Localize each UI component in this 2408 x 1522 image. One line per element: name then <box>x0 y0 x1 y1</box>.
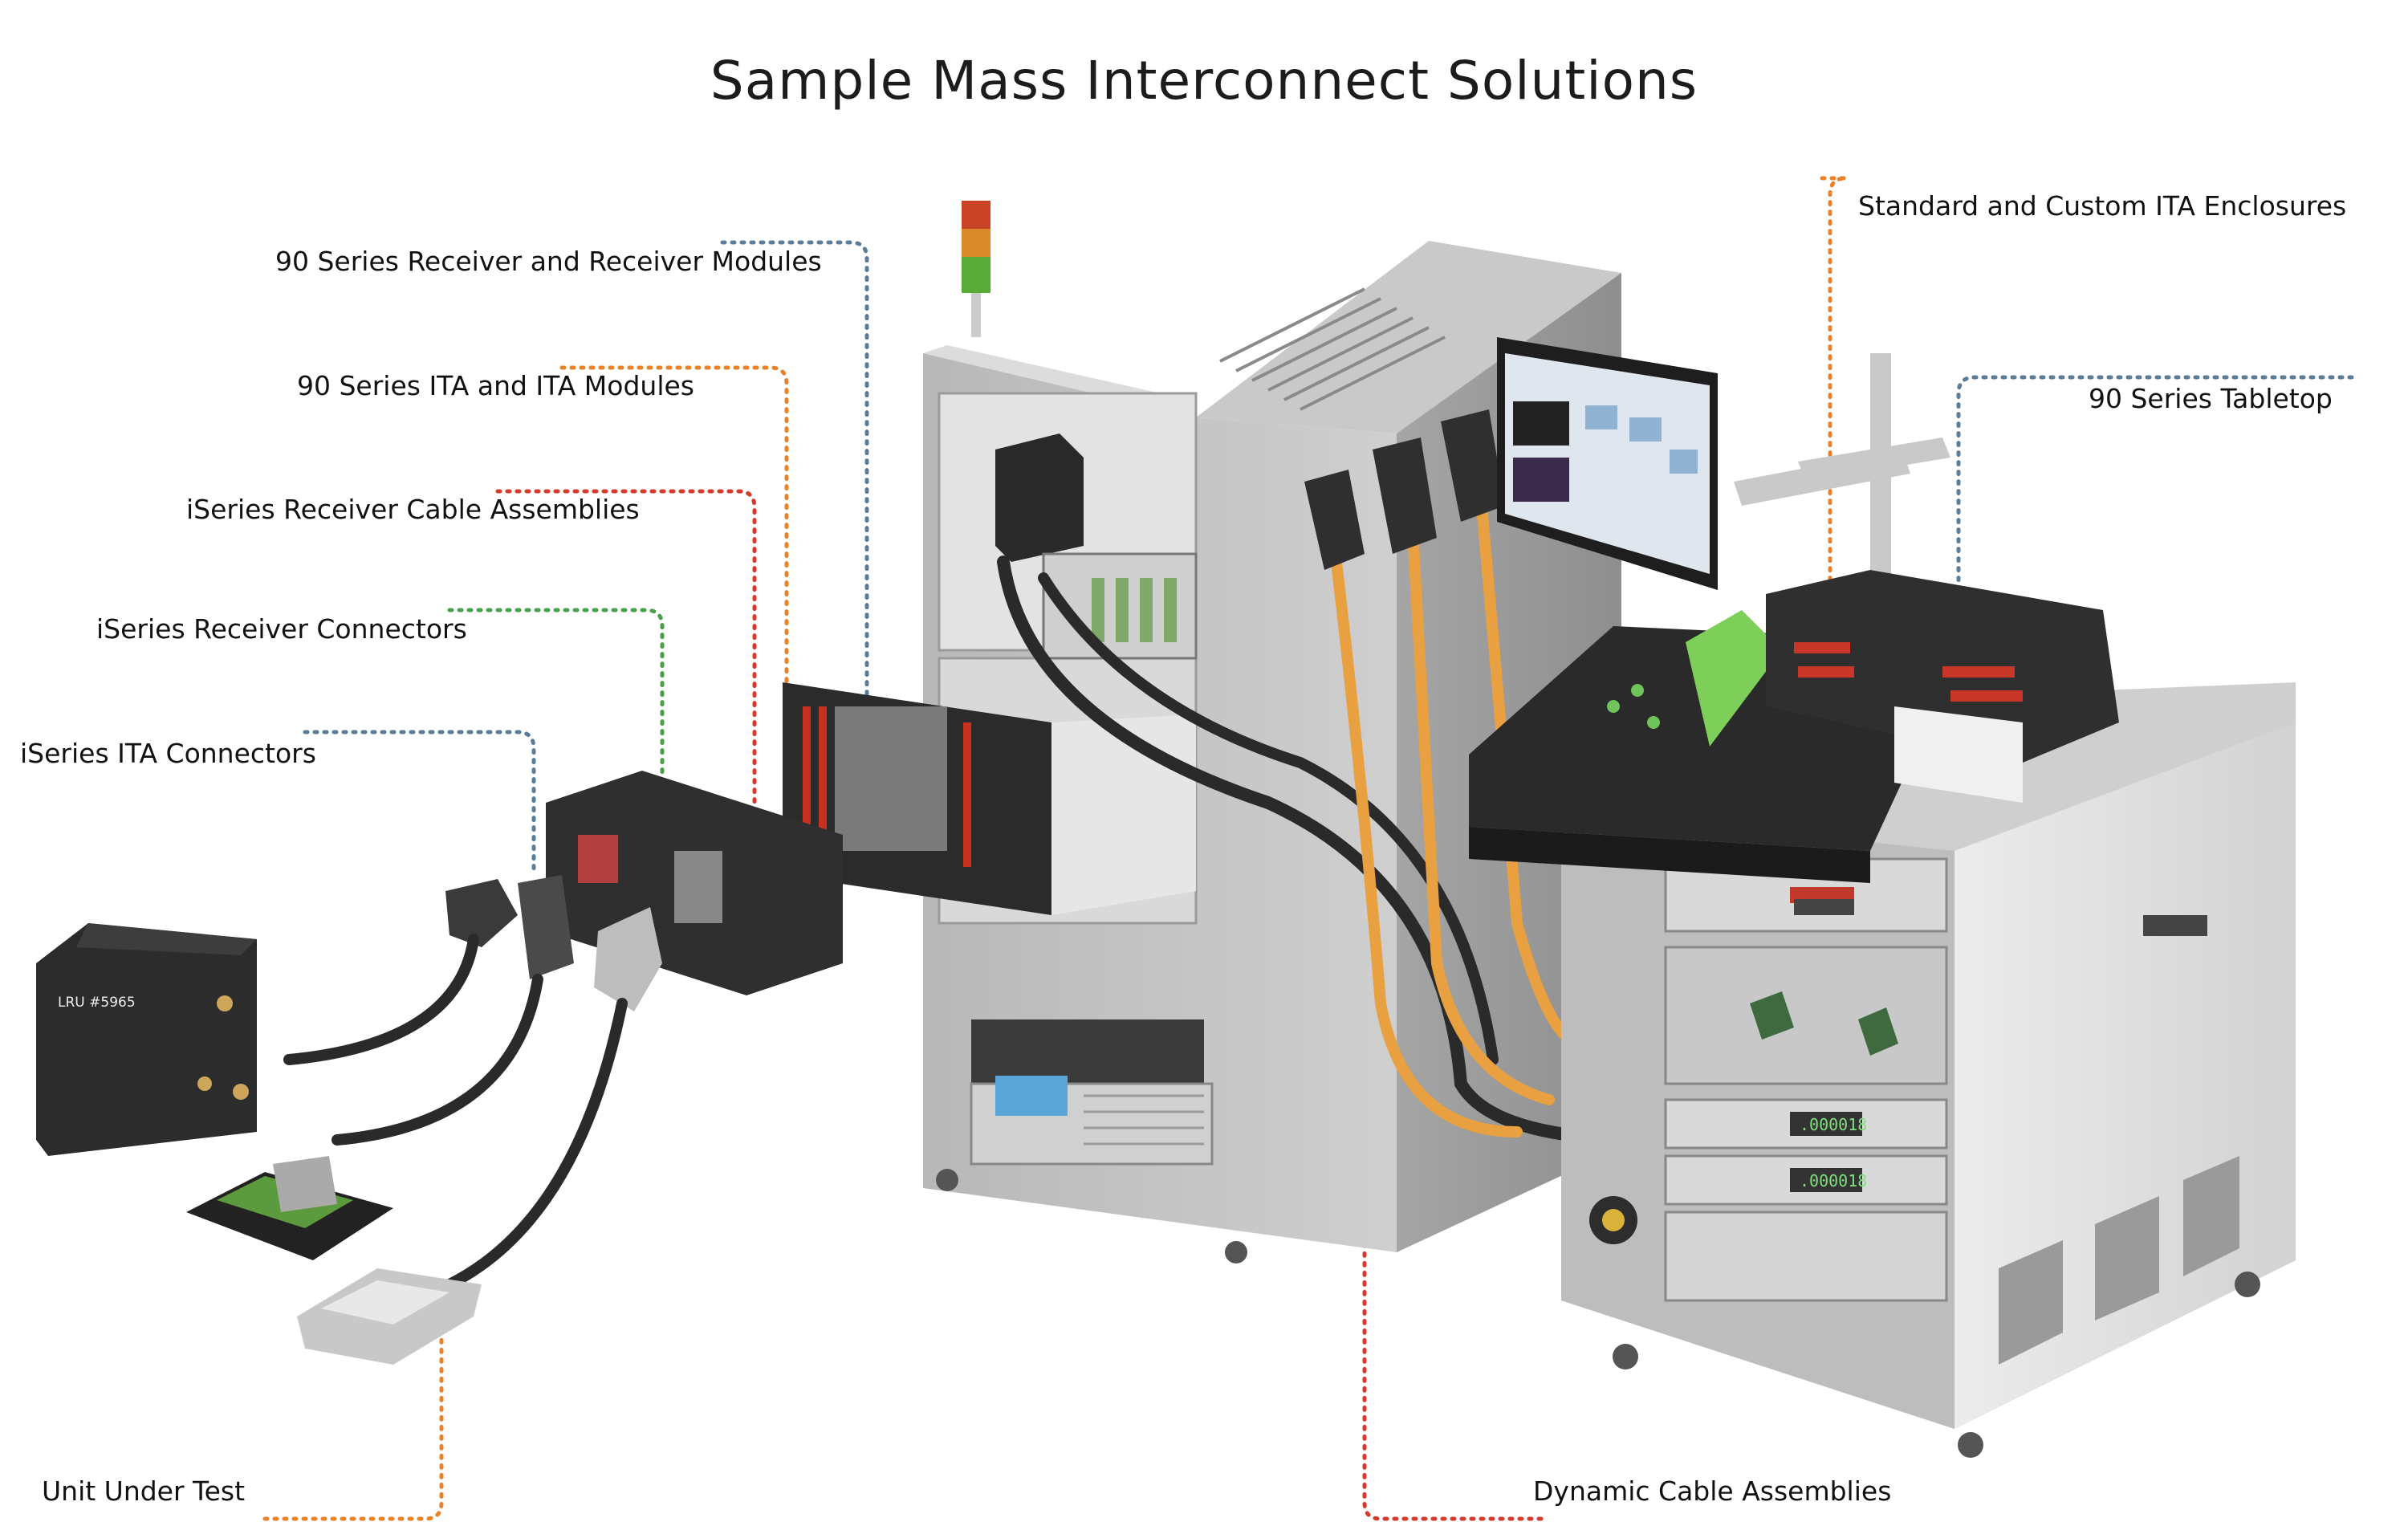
leader-enclosures <box>1820 176 1847 693</box>
label-receiver-modules: 90 Series Receiver and Receiver Modules <box>275 246 822 277</box>
leader-dynamic-cable <box>1362 720 1544 1521</box>
ita-enclosure <box>1766 570 2119 803</box>
leader-receiver-connectors <box>447 608 665 837</box>
label-uut: Unit Under Test <box>42 1475 246 1507</box>
connectors <box>445 875 662 1011</box>
leader-ita-connectors <box>303 730 536 877</box>
leader-ita-modules <box>559 365 789 717</box>
leader-receiver-cable <box>495 489 757 813</box>
readout-1: .000018 <box>1800 1115 1867 1134</box>
label-tabletop: 90 Series Tabletop <box>2089 383 2333 414</box>
lru-box: LRU #5965 <box>36 923 257 1156</box>
cable-heads <box>1304 409 1505 570</box>
tabletop-receiver <box>1469 610 1967 883</box>
adapter-board <box>186 1156 393 1260</box>
receiver-panel <box>783 682 1196 915</box>
label-dynamic-cable: Dynamic Cable Assemblies <box>1533 1475 1892 1507</box>
label-ita-connectors: iSeries ITA Connectors <box>20 738 316 769</box>
page-title: Sample Mass Interconnect Solutions <box>710 50 1698 112</box>
leader-tabletop <box>1956 375 2354 612</box>
monitor-arm <box>1734 353 1950 594</box>
lru-label: LRU #5965 <box>58 995 136 1011</box>
uut-module <box>297 1268 482 1365</box>
label-enclosures: Standard and Custom ITA Enclosures <box>1858 190 2347 222</box>
label-receiver-cable: iSeries Receiver Cable Assemblies <box>186 494 640 525</box>
leader-uut <box>262 1330 444 1521</box>
readout-2: .000018 <box>1800 1171 1867 1190</box>
label-ita-modules: 90 Series ITA and ITA Modules <box>297 370 694 401</box>
leader-receiver-modules <box>720 240 869 717</box>
label-receiver-connectors: iSeries Receiver Connectors <box>96 613 467 645</box>
monitor <box>1497 337 1718 590</box>
tabletop-cart: .000018 .000018 <box>1561 682 2296 1458</box>
